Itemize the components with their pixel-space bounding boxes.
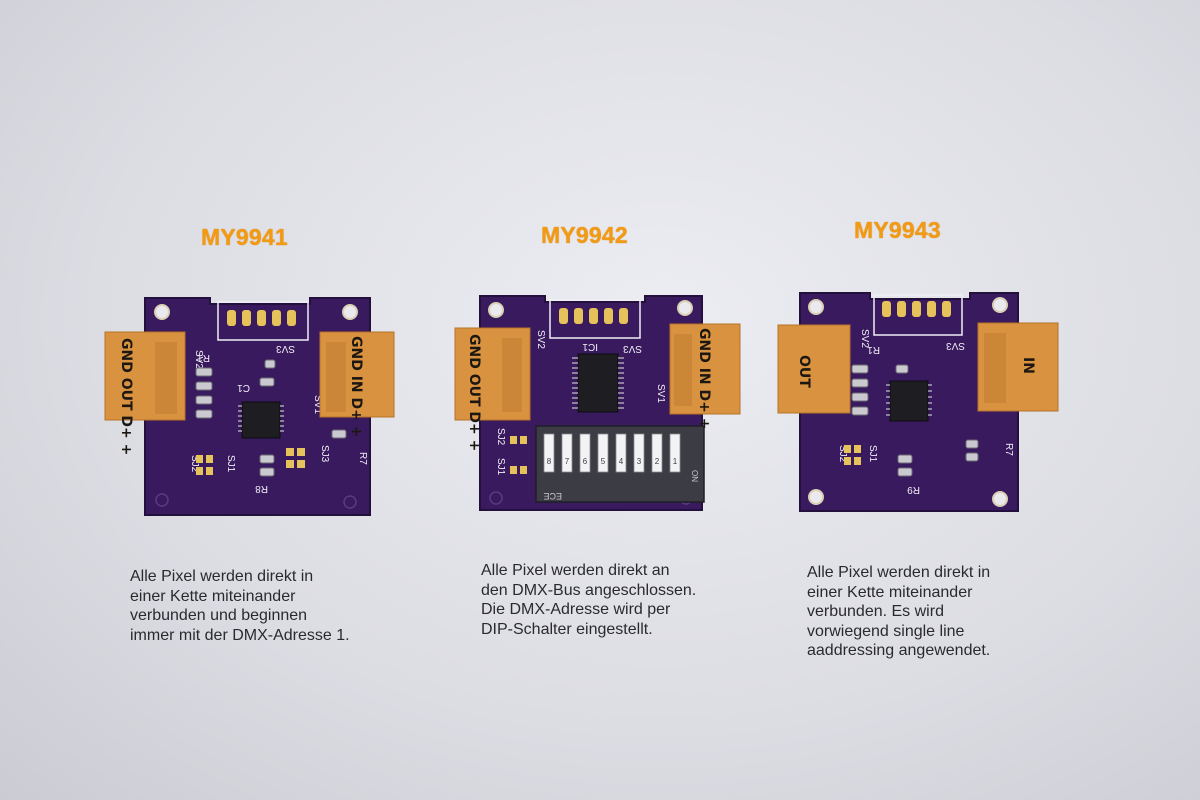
- dip-number: 5: [601, 457, 606, 466]
- description-line: verbunden. Es wird: [807, 603, 944, 620]
- silk-label: SJ1: [225, 455, 236, 473]
- dip-number: 3: [637, 457, 642, 466]
- connector-label-in: IN: [1020, 357, 1036, 374]
- silk-label: R9: [907, 484, 920, 495]
- silk-label: R1: [197, 352, 210, 363]
- description-line: Alle Pixel werden direkt in: [130, 568, 314, 585]
- description-line: Alle Pixel werden direkt an: [481, 562, 670, 579]
- description-line: einer Kette miteinander: [130, 587, 296, 605]
- silk-label: SV2: [859, 329, 870, 348]
- dip-number: 6: [583, 457, 588, 466]
- board-title-my9942: MY9942: [541, 222, 628, 248]
- description-line: einer Kette miteinander: [807, 583, 973, 601]
- description-line: immer mit der DMX-Adresse 1.: [130, 626, 350, 644]
- connector-label-in: GND IN D+ +: [696, 328, 712, 429]
- silk-label: IC1: [582, 341, 598, 352]
- silk-label: SV2: [193, 350, 204, 369]
- silk-label: SV3: [946, 340, 965, 351]
- silk-label: SJ1: [867, 445, 878, 463]
- board-description-my9942: Alle Pixel werden direkt an den DMX-Bus …: [481, 561, 696, 639]
- dip-number: 7: [565, 457, 570, 466]
- silk-label: SV3: [276, 343, 295, 354]
- silk-label: SV1: [655, 384, 666, 403]
- silk-label: SV3: [623, 343, 642, 354]
- silk-label: R8: [255, 483, 268, 494]
- board-description-my9943: Alle Pixel werden direkt in einer Kette …: [807, 563, 990, 661]
- connector-label-out: GND OUT D+ +: [466, 334, 482, 451]
- dip-number: 2: [655, 457, 660, 466]
- description-line: DIP-Schalter eingestellt.: [481, 620, 653, 638]
- dip-on-mark: ON: [690, 470, 699, 482]
- description-line: den DMX-Bus angeschlossen.: [481, 581, 697, 599]
- description-line: aaddressing angewendet.: [807, 642, 991, 659]
- silk-label: SJ1: [495, 458, 506, 476]
- silk-label: SV2: [535, 330, 546, 349]
- connector-label-out: GND OUT D+ +: [118, 338, 134, 455]
- silk-label: SJ2: [837, 445, 848, 463]
- pcb-board-my9943: SV2 SV3 R1 SV1 SJ2 SJ1 R9 R7 OUT IN: [777, 292, 1059, 512]
- silk-label: R7: [1003, 443, 1014, 456]
- silk-label: SJ3: [319, 445, 330, 463]
- dip-number: 1: [673, 457, 678, 466]
- board-title-my9941: MY9941: [201, 224, 288, 250]
- pcb-board-my9942: SV2 SV3 IC1 SV1 SJ2 SJ1 8 7 6 5 4 3: [454, 295, 741, 511]
- board-description-my9941: Alle Pixel werden direkt in einer Kette …: [130, 567, 350, 645]
- silk-label: C1: [237, 382, 250, 393]
- pcb-board-my9941: SV2 SV3 R1 C1 SV1 SJ2 SJ1 SJ3 R8 R7 GND: [104, 297, 395, 516]
- silk-label: SV1: [312, 395, 323, 414]
- description-line: verbunden und beginnen: [130, 607, 308, 624]
- description-line: Alle Pixel werden direkt in: [807, 564, 991, 581]
- description-line: Die DMX-Adresse wird per: [481, 601, 671, 618]
- silk-label: SJ2: [189, 455, 200, 473]
- description-line: vorwiegend single line: [807, 622, 965, 640]
- silk-label: SJ2: [495, 428, 506, 446]
- board-title-my9943: MY9943: [854, 217, 941, 243]
- connector-label-out: OUT: [796, 355, 812, 388]
- silk-label: R1: [867, 344, 880, 355]
- dip-number: 8: [547, 457, 552, 466]
- connector-label-in: GND IN D+ +: [348, 336, 364, 437]
- dip-number: 4: [619, 457, 624, 466]
- silk-label: R7: [357, 452, 368, 465]
- dip-brand-mark: ECE: [543, 491, 562, 501]
